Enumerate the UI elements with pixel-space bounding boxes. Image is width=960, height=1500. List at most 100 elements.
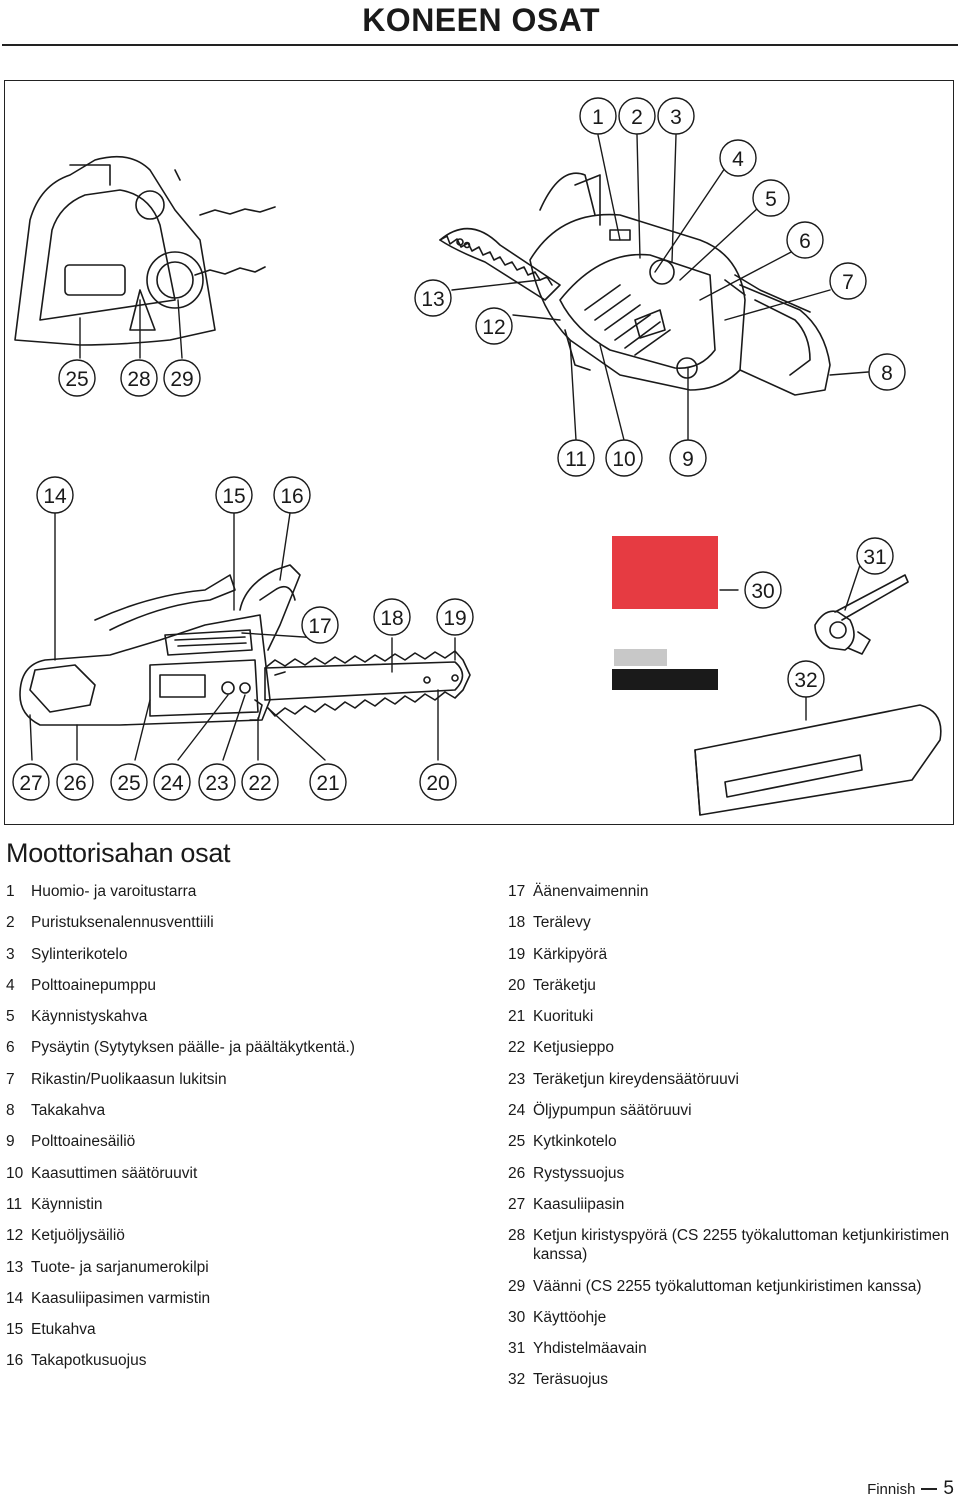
- part-label: Kytkinkotelo: [533, 1133, 617, 1151]
- part-number: 6: [6, 1039, 15, 1057]
- part-label: Teräketjun kireydensäätöruuvi: [533, 1070, 739, 1088]
- part-number: 19: [508, 945, 526, 963]
- callout-9: 9: [669, 439, 707, 477]
- footer-language: Finnish: [867, 1480, 916, 1498]
- part-label: Kuorituki: [533, 1008, 594, 1026]
- part-number: 13: [6, 1258, 24, 1276]
- part-label: Puristuksenalennusventtiili: [31, 914, 214, 932]
- part-label: Sylinterikotelo: [31, 945, 128, 963]
- part-label: Rystyssuojus: [533, 1164, 625, 1182]
- parts-list-item: 15 Etukahva: [6, 1320, 476, 1339]
- part-label: Etukahva: [31, 1321, 96, 1339]
- part-label: Polttoainepumppu: [31, 976, 156, 994]
- callout-17: 17: [301, 606, 339, 644]
- svg-text:15: 15: [222, 485, 245, 508]
- callout-32: 32: [787, 660, 825, 698]
- part-number: 10: [6, 1164, 24, 1182]
- chainsaw-top-view-illustration: [439, 172, 831, 396]
- part-number: 8: [6, 1102, 15, 1120]
- svg-text:18: 18: [380, 607, 403, 630]
- part-number: 27: [508, 1195, 526, 1213]
- callout-30: 30: [744, 571, 782, 609]
- callout-22: 22: [241, 763, 279, 801]
- callout-19: 19: [436, 598, 474, 636]
- guide-bar-cover-illustration: [694, 704, 942, 816]
- svg-text:32: 32: [794, 669, 817, 692]
- svg-text:23: 23: [205, 772, 228, 795]
- part-label: Käyttöohje: [533, 1308, 607, 1326]
- callout-13: 13: [414, 279, 452, 317]
- part-number: 30: [508, 1308, 526, 1326]
- parts-list-item: 4 Polttoainepumppu: [6, 976, 476, 995]
- part-label: Terälevy: [533, 914, 591, 932]
- part-number: 28: [508, 1227, 526, 1245]
- part-number: 32: [508, 1371, 526, 1389]
- part-label: Tuote- ja sarjanumerokilpi: [31, 1258, 209, 1276]
- callout-10: 10: [605, 439, 643, 477]
- callout-12: 12: [475, 307, 513, 345]
- part-number: 24: [508, 1102, 526, 1120]
- part-label: Ketjusieppo: [533, 1039, 615, 1057]
- svg-text:19: 19: [443, 607, 466, 630]
- part-label: Rikastin/Puolikaasun lukitsin: [31, 1070, 227, 1088]
- callout-1: 1: [579, 97, 617, 135]
- callout-26: 26: [56, 763, 94, 801]
- callout-15: 15: [215, 476, 253, 514]
- callout-14: 14: [36, 476, 74, 514]
- manual-illustration: [611, 536, 719, 690]
- part-number: 1: [6, 883, 15, 900]
- svg-text:20: 20: [426, 772, 449, 795]
- parts-diagram: 1 2 3 4 5 6 7 8 9 10 11 12 13 14 15 16 1…: [12, 97, 942, 816]
- svg-text:1: 1: [592, 106, 604, 129]
- part-label: Yhdistelmäavain: [533, 1340, 647, 1358]
- part-number: 20: [508, 976, 526, 994]
- part-label: Pysäytin (Sytytyksen päälle- ja päältäky…: [31, 1039, 355, 1057]
- svg-text:26: 26: [63, 772, 86, 795]
- callout-28: 28: [120, 359, 158, 397]
- part-number: 23: [508, 1070, 526, 1088]
- part-label: Teräketju: [533, 976, 596, 994]
- part-number: 7: [6, 1070, 15, 1088]
- callout-24: 24: [153, 763, 191, 801]
- parts-list-item: 25 Kytkinkotelo: [508, 1132, 958, 1151]
- part-number: 15: [6, 1321, 24, 1339]
- svg-text:27: 27: [19, 772, 42, 795]
- callout-6: 6: [786, 221, 824, 259]
- part-number: 22: [508, 1039, 526, 1057]
- svg-text:7: 7: [842, 271, 854, 294]
- svg-text:25: 25: [117, 772, 140, 795]
- callout-25-top: 25: [58, 359, 96, 397]
- callout-23: 23: [198, 763, 236, 801]
- part-label: Käynnistin: [31, 1195, 103, 1213]
- part-number: 4: [6, 976, 15, 994]
- svg-text:11: 11: [565, 448, 587, 471]
- part-label: Väänni (CS 2255 työkaluttoman ketjunkiri…: [533, 1277, 922, 1295]
- callout-8: 8: [868, 353, 906, 391]
- svg-text:4: 4: [732, 148, 744, 171]
- part-label: Takapotkusuojus: [31, 1352, 147, 1370]
- svg-text:17: 17: [308, 615, 331, 638]
- svg-text:10: 10: [612, 448, 635, 471]
- part-number: 25: [508, 1133, 526, 1151]
- combination-wrench-illustration: [814, 574, 909, 655]
- svg-text:13: 13: [421, 288, 444, 311]
- page-number: 5: [943, 1478, 954, 1499]
